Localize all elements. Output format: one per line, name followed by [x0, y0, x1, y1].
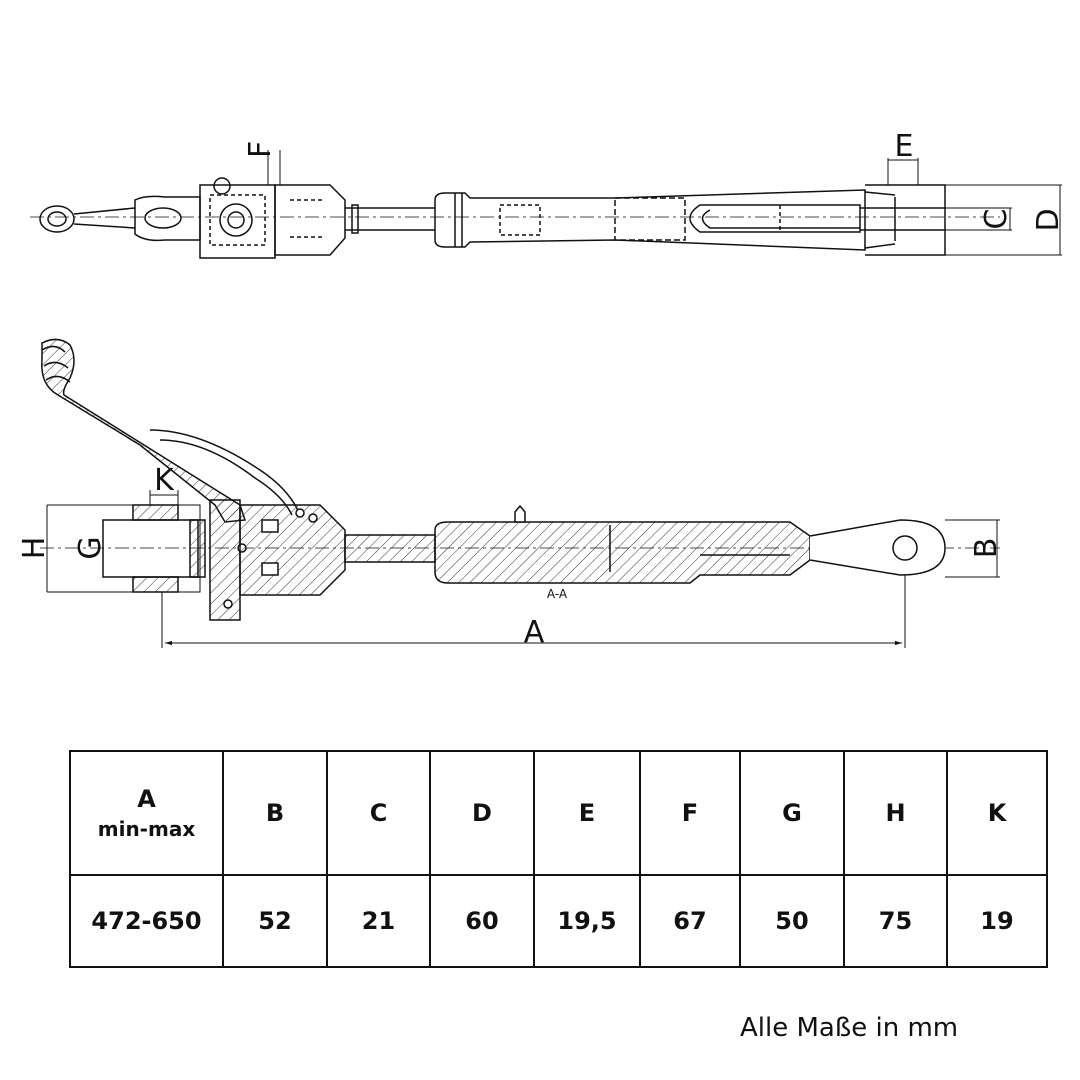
- dim-label-g: G: [73, 536, 108, 559]
- technical-drawing: F E C D: [17, 129, 1066, 650]
- table-value-cell: 50: [739, 874, 845, 968]
- table-header-cell: F: [639, 750, 741, 876]
- dim-label-f: F: [243, 141, 278, 158]
- dim-label-b: B: [969, 538, 1004, 559]
- table-header-cell: G: [739, 750, 845, 876]
- table-header-row: A min-max B C D E F G H K: [69, 750, 1048, 876]
- table-value-cell: 472-650: [69, 874, 224, 968]
- section-view: [40, 338, 1000, 648]
- table-value-cell: 19: [946, 874, 1048, 968]
- dimensions-table: A min-max B C D E F G H K 472-650 52 21 …: [69, 750, 1048, 968]
- table-value-cell: 19,5: [533, 874, 641, 968]
- table-header-cell: H: [843, 750, 948, 876]
- top-view: [30, 150, 1062, 259]
- table-value-cell: 75: [843, 874, 948, 968]
- table-header-cell: D: [429, 750, 535, 876]
- header-label: A: [137, 785, 156, 813]
- table-header-cell: E: [533, 750, 641, 876]
- dim-label-k: K: [154, 463, 175, 498]
- header-sublabel: min-max: [97, 817, 196, 841]
- table-value-cell: 67: [639, 874, 741, 968]
- dim-label-c: C: [979, 209, 1014, 230]
- dim-label-h: H: [17, 537, 52, 560]
- table-value-cell: 21: [326, 874, 431, 968]
- table-header-cell: B: [222, 750, 328, 876]
- table-value-cell: 60: [429, 874, 535, 968]
- units-note: Alle Maße in mm: [740, 1013, 959, 1043]
- dim-label-e: E: [895, 129, 914, 164]
- table-value-cell: 52: [222, 874, 328, 968]
- section-label: A-A: [547, 587, 568, 601]
- dim-label-d: D: [1031, 208, 1066, 231]
- table-header-cell: K: [946, 750, 1048, 876]
- table-value-row: 472-650 52 21 60 19,5 67 50 75 19: [69, 874, 1048, 968]
- table-header-cell: C: [326, 750, 431, 876]
- dim-label-a: A: [524, 615, 545, 650]
- table-header-cell: A min-max: [69, 750, 224, 876]
